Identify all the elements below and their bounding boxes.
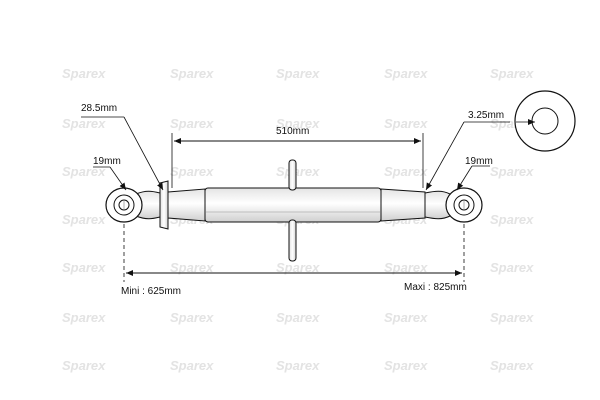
watermark-text: Sparex <box>276 116 320 131</box>
watermark-text: Sparex <box>62 66 106 81</box>
watermark-text: Sparex <box>170 66 214 81</box>
watermark-text: Sparex <box>170 116 214 131</box>
top-link-assembly <box>105 159 483 262</box>
watermark-text: Sparex <box>276 310 320 325</box>
watermark-text: Sparex <box>490 310 534 325</box>
watermark-text: Sparex <box>490 260 534 275</box>
handle-bar-bottom <box>288 219 297 262</box>
right-ball-width-callout: 19mm <box>456 156 493 191</box>
pin-diameter-label: 28.5mm <box>81 103 117 114</box>
watermark-text: Sparex <box>490 358 534 373</box>
right-threaded-stub <box>380 188 426 222</box>
watermark-text: Sparex <box>276 164 320 179</box>
tube-length-dimension: 510mm <box>171 126 424 188</box>
thread-pitch-callout: 3.25mm <box>425 90 576 191</box>
watermark-text: Sparex <box>170 358 214 373</box>
handle-bar-top <box>288 159 297 191</box>
watermark-text: Sparex <box>62 164 106 179</box>
lock-nut <box>159 180 169 230</box>
watermark-text: Sparex <box>62 310 106 325</box>
watermark-text: Sparex <box>62 358 106 373</box>
watermark-text: Sparex <box>384 116 428 131</box>
left-ball-width-label: 19mm <box>93 156 121 167</box>
watermark-text: Sparex <box>276 66 320 81</box>
max-length-label: Maxi : 825mm <box>404 282 467 293</box>
tube-length-label: 510mm <box>276 126 309 137</box>
watermark-text: Sparex <box>384 164 428 179</box>
watermark-text: Sparex <box>62 212 106 227</box>
watermark-text: Sparex <box>384 310 428 325</box>
pin-diameter-callout: 28.5mm <box>81 103 164 191</box>
left-threaded-stub <box>167 188 206 222</box>
right-ball-width-label: 19mm <box>465 156 493 167</box>
left-ball-width-callout: 19mm <box>93 156 127 191</box>
watermark-text: Sparex <box>490 212 534 227</box>
min-length-label: Mini : 625mm <box>121 286 181 297</box>
thread-pitch-label: 3.25mm <box>468 110 504 121</box>
watermark-text: Sparex <box>170 310 214 325</box>
watermark-text: Sparex <box>490 164 534 179</box>
watermark-text: Sparex <box>384 66 428 81</box>
left-ball-neck <box>135 190 161 220</box>
watermark-text: Sparex <box>62 260 106 275</box>
watermark-text: Sparex <box>490 66 534 81</box>
watermark-text: Sparex <box>170 164 214 179</box>
watermark-text: Sparex <box>384 358 428 373</box>
watermark-text: Sparex <box>276 358 320 373</box>
overall-length-dimension: Mini : 625mm Maxi : 825mm <box>121 224 467 297</box>
watermark-text: Sparex <box>62 116 106 131</box>
central-tube <box>204 187 382 223</box>
